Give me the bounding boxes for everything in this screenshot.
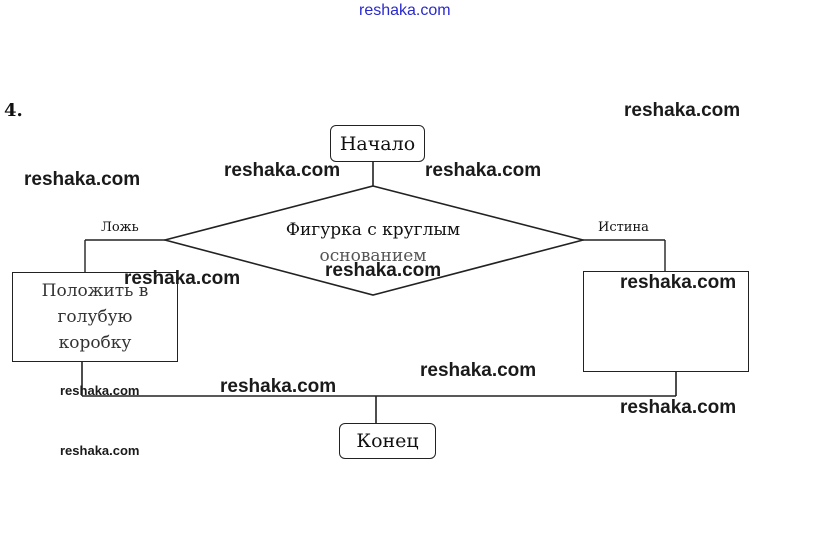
- watermark: reshaka.com: [325, 260, 442, 281]
- condition-line-2: основанием: [319, 246, 427, 266]
- condition-diamond: [161, 185, 587, 296]
- start-terminal: Начало: [330, 125, 425, 162]
- end-label: Конец: [356, 430, 419, 452]
- watermark: reshaka.com: [620, 272, 737, 293]
- watermark: reshaka.com: [224, 160, 341, 181]
- watermark: reshaka.com: [124, 268, 241, 289]
- watermark: reshaka.com: [620, 397, 737, 418]
- false-action-box: Положить в голубую коробку: [12, 272, 178, 362]
- watermark: reshaka.com: [60, 443, 140, 458]
- problem-number: 4.: [4, 100, 23, 121]
- condition-line-1: Фигурка с круглым: [285, 220, 461, 240]
- watermark: reshaka.com: [220, 376, 337, 397]
- header-watermark: reshaka.com: [359, 2, 451, 19]
- watermark: reshaka.com: [24, 169, 141, 190]
- watermark: reshaka.com: [624, 100, 741, 121]
- condition-text: Фигурка с круглым основанием: [270, 217, 476, 269]
- false-branch-label: Ложь: [101, 220, 139, 235]
- true-action-box: [583, 271, 749, 372]
- watermark: reshaka.com: [425, 160, 542, 181]
- end-terminal: Конец: [339, 423, 436, 459]
- true-branch-label: Истина: [598, 220, 649, 235]
- watermark: reshaka.com: [420, 360, 537, 381]
- start-label: Начало: [339, 132, 416, 155]
- watermark: reshaka.com: [60, 383, 140, 398]
- false-action-label: Положить в голубую коробку: [41, 281, 149, 353]
